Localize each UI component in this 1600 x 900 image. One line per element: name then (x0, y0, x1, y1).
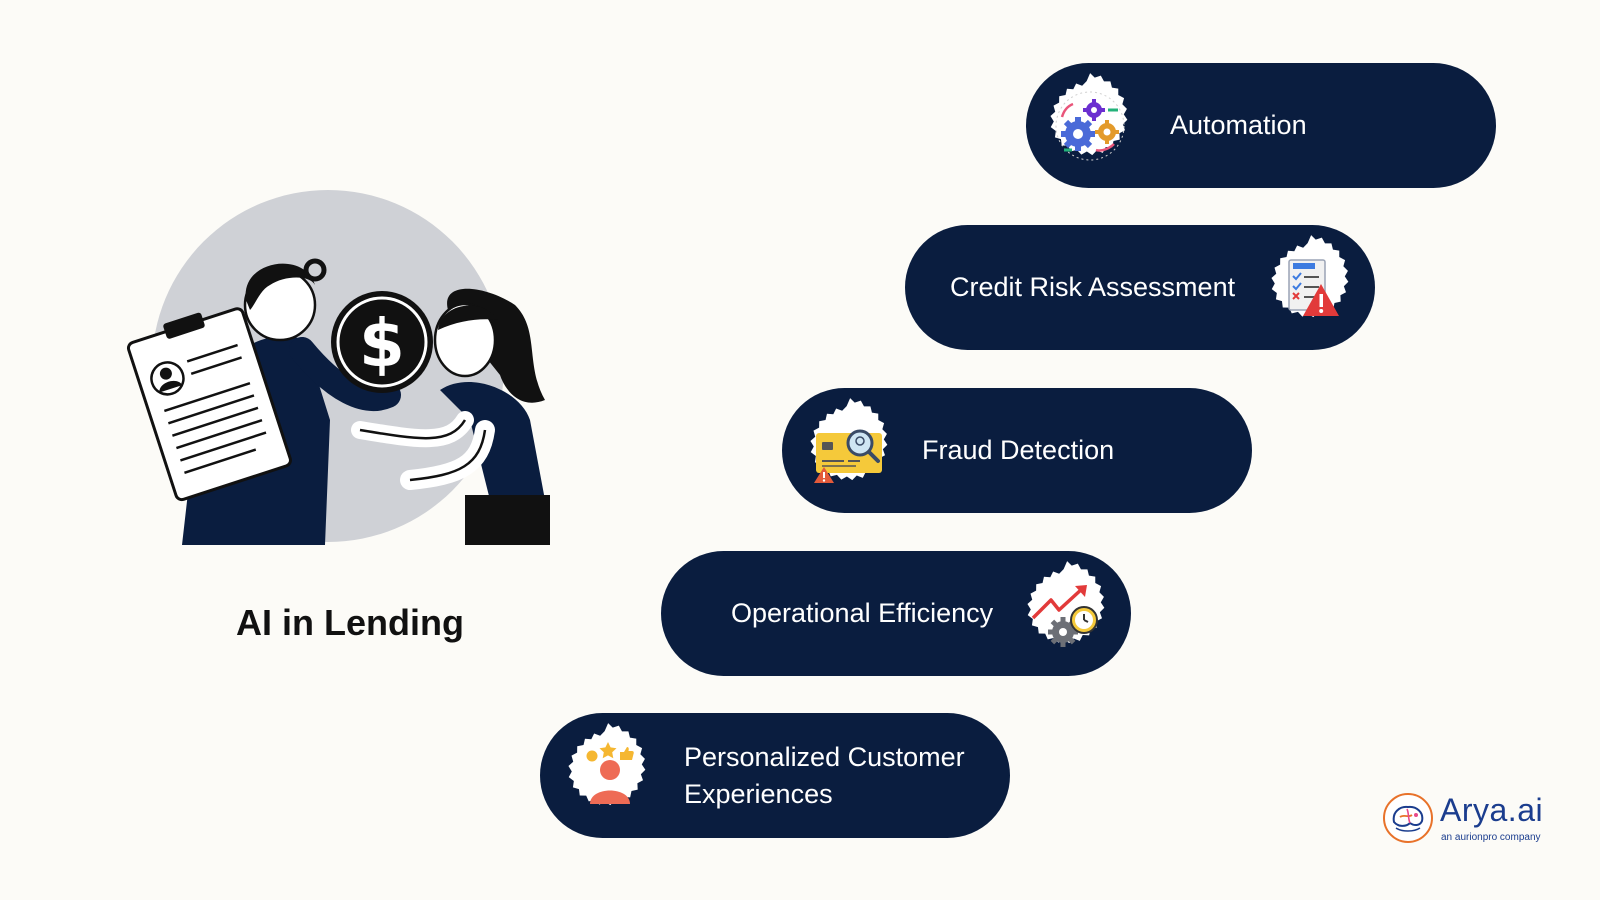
arya-brain-logo-icon (1383, 793, 1433, 843)
card-magnifier-icon (810, 397, 888, 483)
logo-wordmark: Arya.ai (1440, 792, 1544, 828)
user-star-icon (568, 722, 646, 805)
benefit-pill-credit-risk-assessment: Credit Risk Assessment (905, 225, 1375, 350)
checklist-warning-icon (1271, 234, 1349, 317)
page-title: AI in Lending (236, 602, 464, 643)
logo-tagline: an aurionpro company (1441, 832, 1541, 843)
benefit-label: Fraud Detection (922, 435, 1115, 465)
benefit-label: Credit Risk Assessment (950, 272, 1236, 302)
benefit-label: Personalized Customer Experiences (684, 741, 965, 809)
gears-icon (1050, 72, 1128, 160)
dollar-coin-icon: $ (331, 291, 433, 393)
resume-clipboard (126, 307, 292, 502)
benefit-pill-automation: Automation (1026, 63, 1496, 188)
benefit-pill-personalized-customer-experiences: Personalized Customer Experiences (540, 713, 1010, 838)
svg-text:$: $ (359, 305, 405, 382)
benefit-pill-fraud-detection: Fraud Detection (782, 388, 1252, 513)
growth-gear-clock-icon (1027, 560, 1105, 647)
lending-illustration: $ (126, 190, 550, 545)
benefit-label: Operational Efficiency (731, 598, 994, 628)
benefit-label: Automation (1170, 110, 1307, 140)
arya-ai-logo: Arya.ai an aurionpro company (1380, 790, 1550, 850)
benefit-pill-operational-efficiency: Operational Efficiency (661, 551, 1131, 676)
